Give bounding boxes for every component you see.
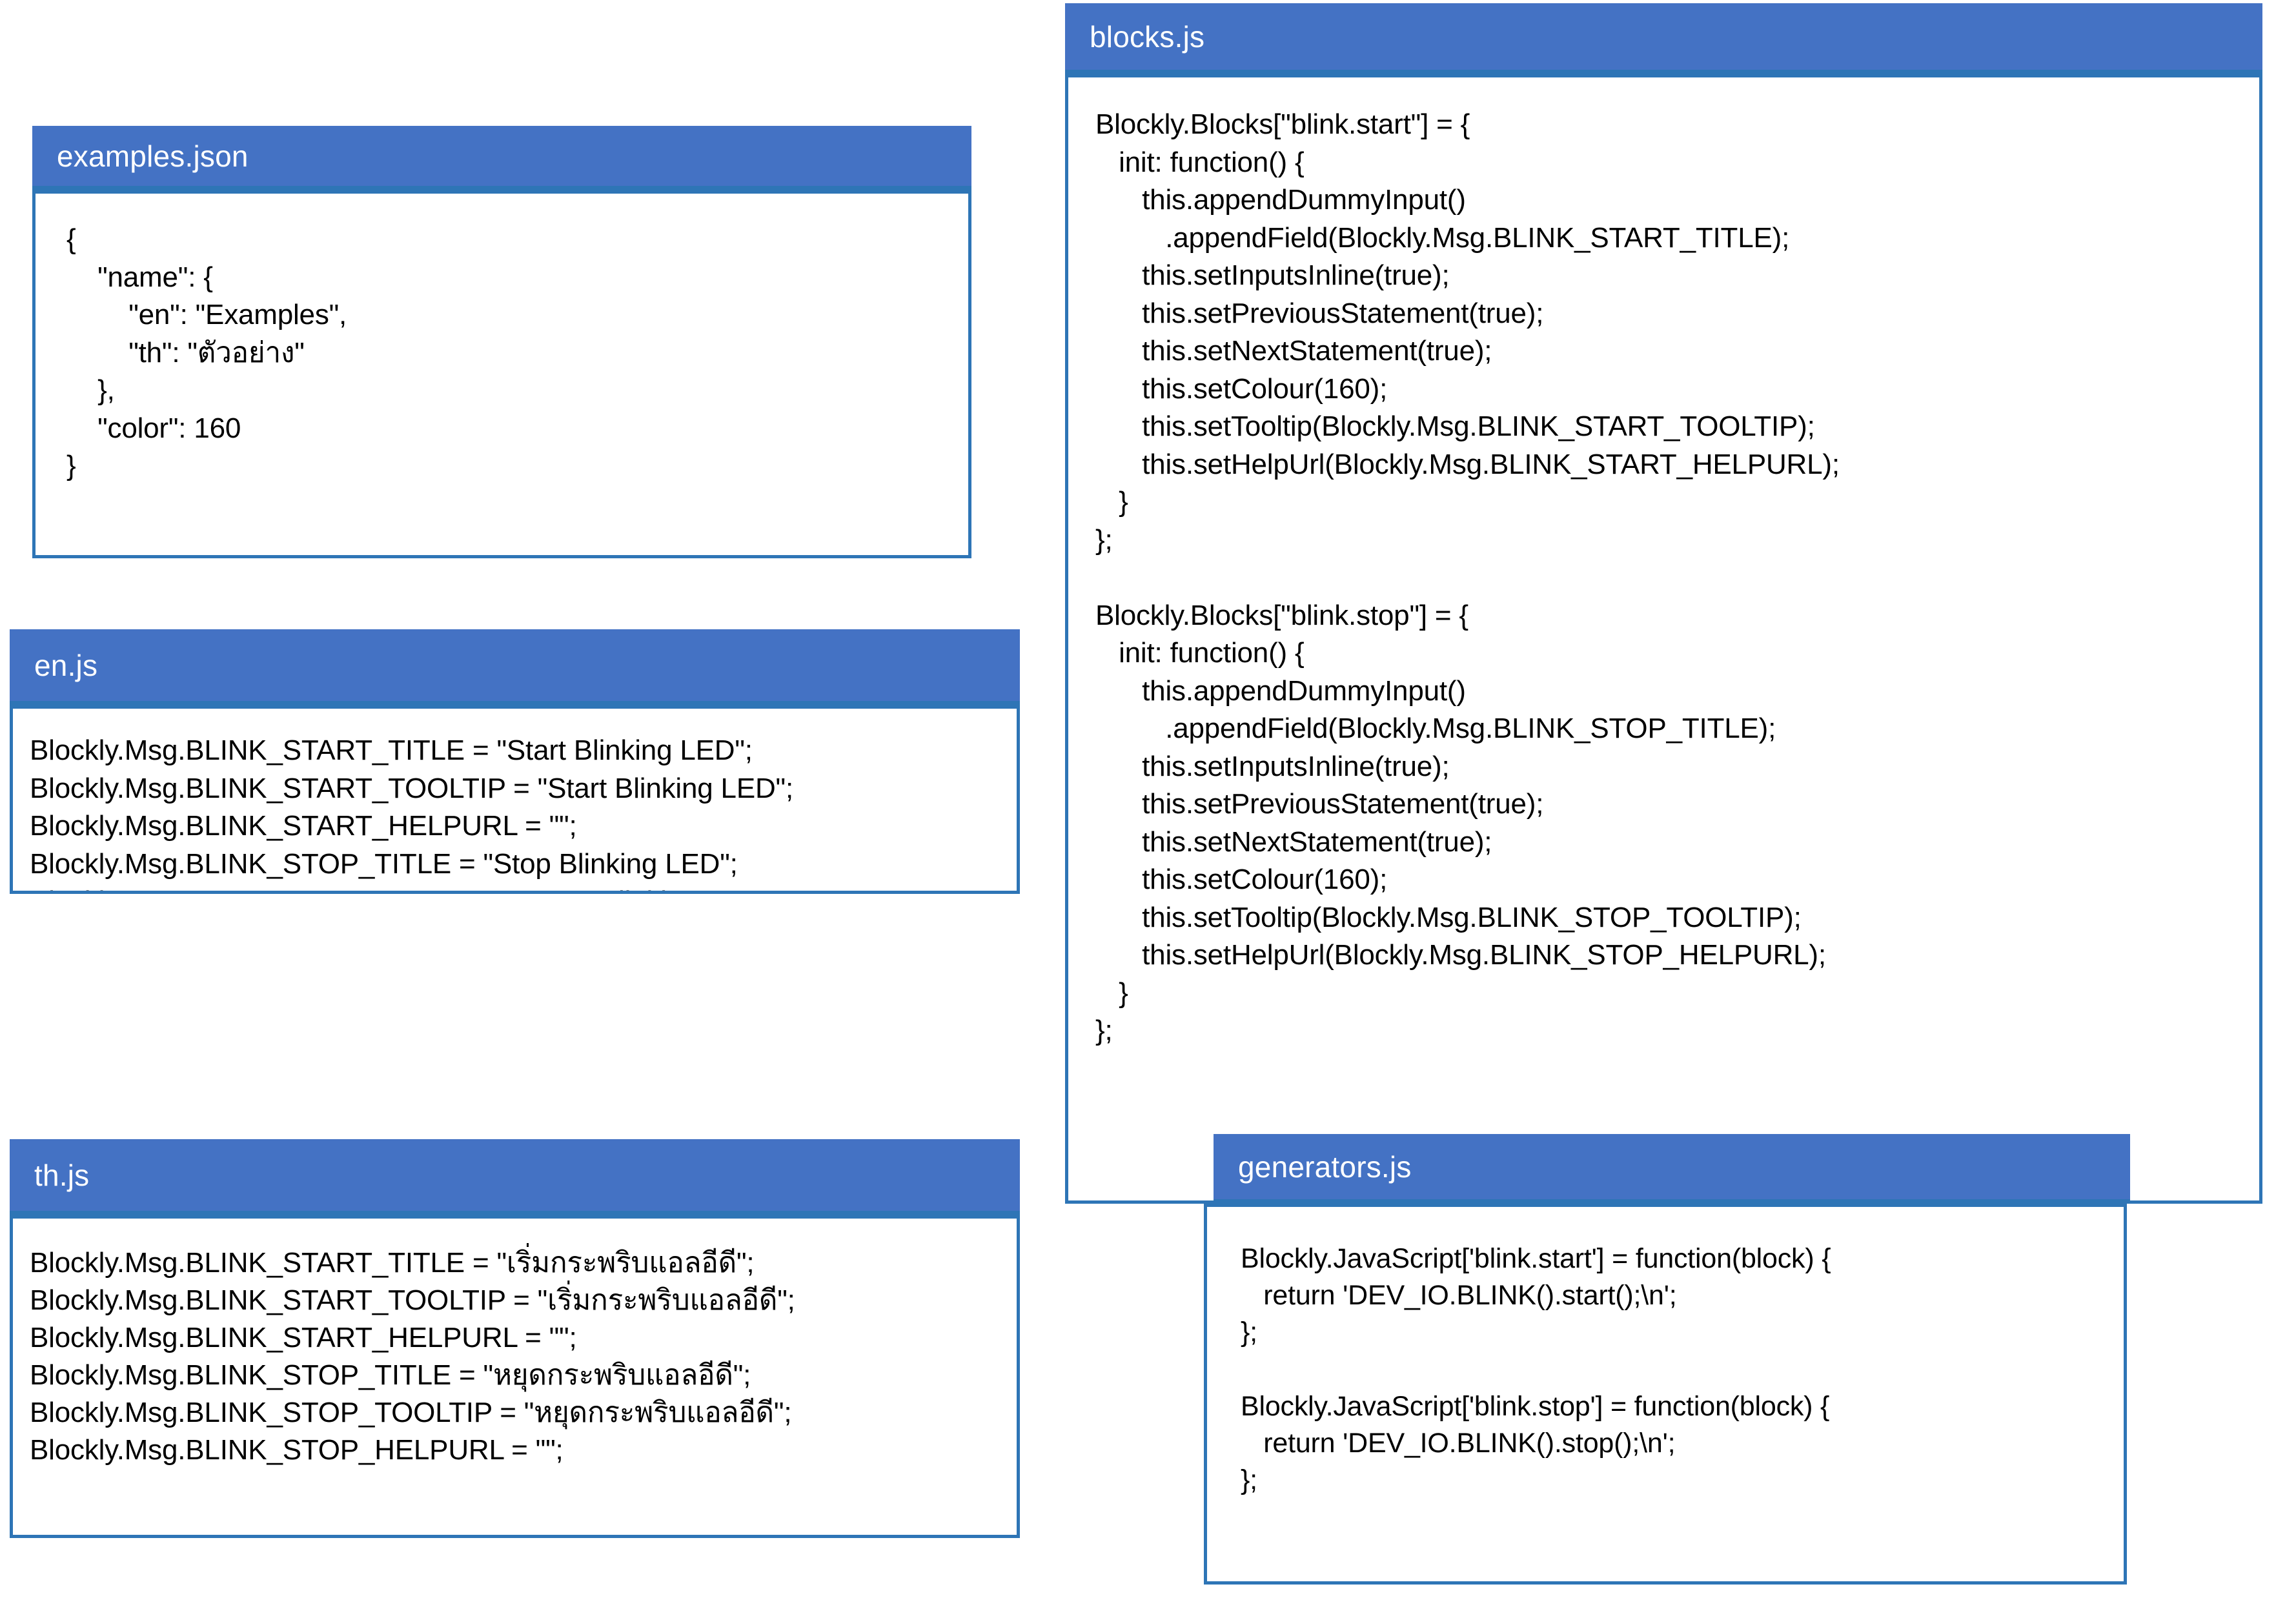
- panel-body-th-js: Blockly.Msg.BLINK_START_TITLE = "เริ่มกร…: [10, 1215, 1020, 1538]
- code-block-generators-js: Blockly.JavaScript['blink.start'] = func…: [1241, 1243, 1831, 1496]
- panel-body-examples-json: { "name": { "en": "Examples", "th": "ตัว…: [32, 190, 971, 558]
- panel-title-generators-js: generators.js: [1238, 1149, 1412, 1184]
- panel-header-th-js: th.js: [10, 1139, 1020, 1215]
- panel-header-blocks-js: blocks.js: [1065, 3, 2262, 74]
- panel-title-en-js: en.js: [34, 648, 98, 682]
- code-block-blocks-js: Blockly.Blocks["blink.start"] = { init: …: [1095, 108, 1840, 1047]
- panel-title-blocks-js: blocks.js: [1090, 19, 1205, 54]
- panel-header-generators-js: generators.js: [1214, 1134, 2130, 1204]
- panel-body-blocks-js: Blockly.Blocks["blink.start"] = { init: …: [1065, 74, 2262, 1204]
- panel-body-en-js: Blockly.Msg.BLINK_START_TITLE = "Start B…: [10, 705, 1020, 894]
- code-block-examples-json: { "name": { "en": "Examples", "th": "ตัว…: [66, 223, 347, 482]
- panel-header-en-js: en.js: [10, 629, 1020, 705]
- panel-header-examples-json: examples.json: [32, 126, 971, 190]
- code-block-th-js: Blockly.Msg.BLINK_START_TITLE = "เริ่มกร…: [30, 1247, 795, 1466]
- panel-title-examples-json: examples.json: [57, 139, 249, 173]
- code-block-en-js: Blockly.Msg.BLINK_START_TITLE = "Start B…: [30, 734, 793, 891]
- panel-body-generators-js: Blockly.JavaScript['blink.start'] = func…: [1204, 1204, 2127, 1585]
- panel-title-th-js: th.js: [34, 1158, 90, 1192]
